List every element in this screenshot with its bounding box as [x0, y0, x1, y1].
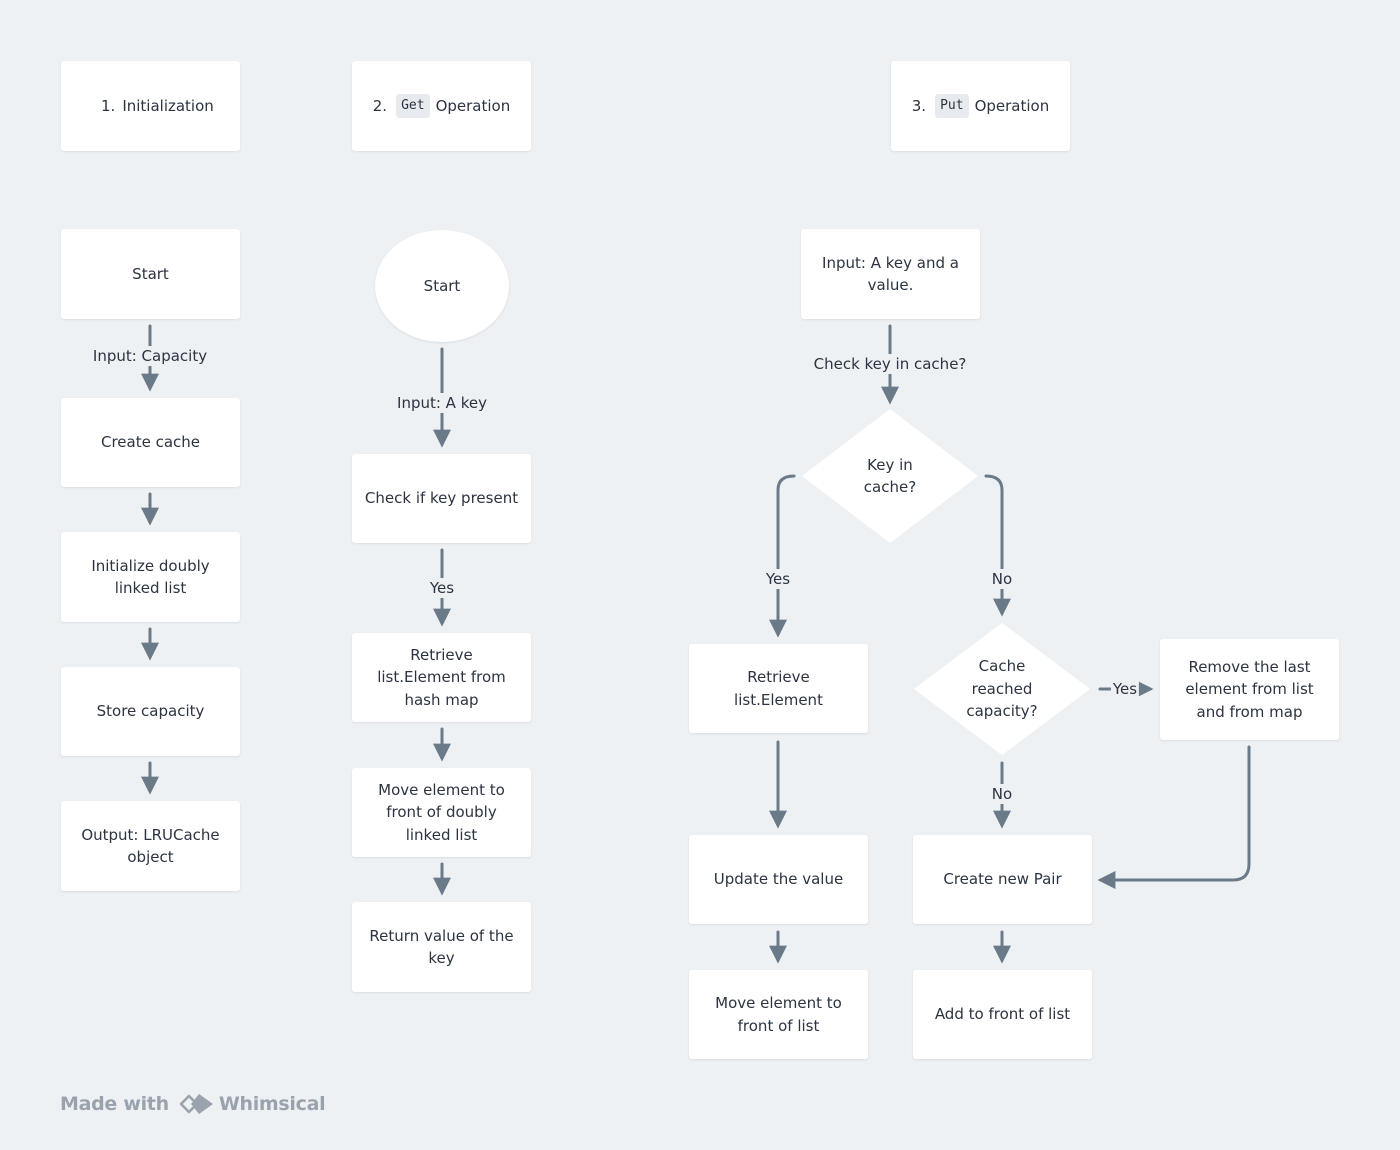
return-value-node: Return value of the key: [352, 902, 531, 992]
header-put-code: Put: [935, 93, 969, 119]
put-input-node: Input: A key and a value.: [801, 229, 980, 319]
header-initialization-number: 1.: [101, 96, 116, 115]
key-in-cache-label: Key in cache?: [863, 455, 917, 497]
get-retrieve-node: Retrieve list.Element from hash map: [352, 633, 531, 722]
header-initialization: 1. Initialization: [61, 61, 240, 151]
create-pair-node: Create new Pair: [913, 835, 1092, 924]
get-move-front-node: Move element to front of doubly linked l…: [352, 768, 531, 857]
check-key-node: Check if key present: [352, 454, 531, 543]
remove-last-node: Remove the last element from list and fr…: [1160, 639, 1339, 740]
put-move-front-node: Move element to front of list: [689, 970, 868, 1059]
capacity-text: Cache reached capacity?: [914, 623, 1090, 755]
store-capacity-node: Store capacity: [61, 667, 240, 756]
init-input-label: Input: Capacity: [90, 346, 210, 366]
get-yes-label: Yes: [427, 578, 457, 598]
whimsical-logo-icon: [179, 1094, 213, 1114]
create-cache-node: Create cache: [61, 398, 240, 487]
whimsical-brand-text: Whimsical: [218, 1093, 326, 1115]
init-start-node: Start: [61, 229, 240, 319]
put-yes-label: Yes: [763, 569, 793, 589]
connector-key-no-branch: [984, 474, 1011, 617]
put-retrieve-node: Retrieve list.Element: [689, 644, 868, 733]
init-list-node: Initialize doubly linked list: [61, 532, 240, 622]
capacity-no-label: No: [989, 784, 1015, 804]
header-get-code: Get: [396, 93, 430, 119]
header-put-number: 3.: [911, 96, 927, 115]
header-initialization-title: Initialization: [122, 96, 214, 115]
header-put-title: Operation: [974, 96, 1050, 115]
add-front-node: Add to front of list: [913, 970, 1092, 1059]
capacity-yes-label: Yes: [1110, 679, 1140, 699]
header-get-number: 2.: [372, 96, 388, 115]
get-start-node: Start: [375, 230, 509, 342]
init-output-node: Output: LRUCache object: [61, 801, 240, 891]
header-get-title: Operation: [435, 96, 511, 115]
capacity-decision: Cache reached capacity?: [914, 623, 1090, 755]
capacity-label: Cache reached capacity?: [966, 657, 1038, 721]
made-with-whimsical-badge[interactable]: Made with Whimsical: [60, 1088, 326, 1120]
header-get-operation: 2. Get Operation: [352, 61, 531, 151]
update-value-node: Update the value: [689, 835, 868, 924]
made-with-text: Made with: [60, 1093, 169, 1115]
put-check-label: Check key in cache?: [811, 354, 969, 374]
key-in-cache-text: Key in cache?: [802, 409, 978, 543]
get-input-label: Input: A key: [395, 393, 489, 413]
key-in-cache-decision: Key in cache?: [802, 409, 978, 543]
connector-remove-to-create: [1097, 745, 1251, 889]
connector-key-yes-branch: [769, 474, 796, 638]
put-no-label: No: [989, 569, 1015, 589]
header-put-operation: 3. Put Operation: [891, 61, 1070, 151]
